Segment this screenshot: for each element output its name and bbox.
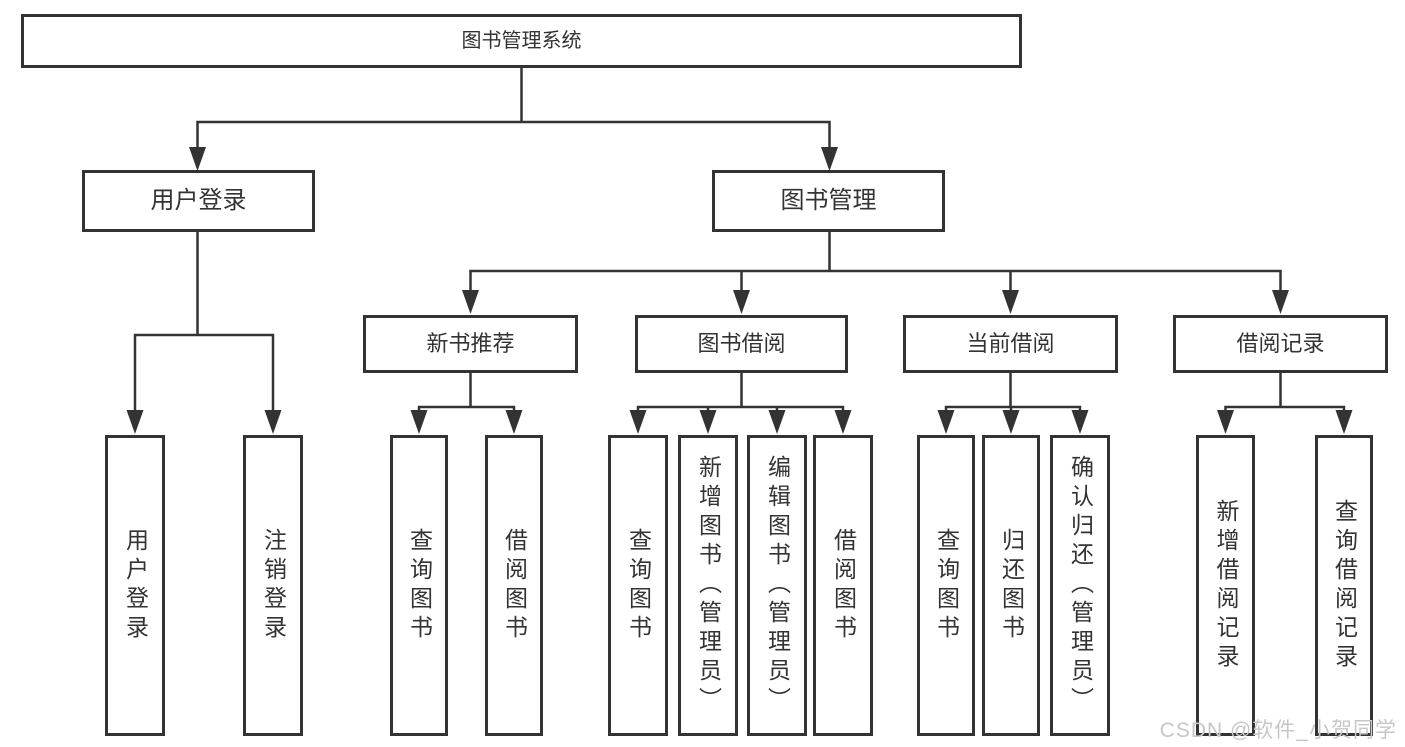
arrow-down-icon <box>1002 290 1019 314</box>
leaf-confirm-return-admin: 确认归还（管理员） <box>1050 435 1110 736</box>
leaf-user-login-label: 用户登录 <box>122 527 149 644</box>
arrow-down-icon <box>505 410 523 434</box>
node-user-login-label: 用户登录 <box>150 187 247 214</box>
leaf-query-borrow-record-label: 查询借阅记录 <box>1331 498 1358 673</box>
arrow-down-icon <box>410 410 428 434</box>
connector-root-to-level2 <box>196 66 831 162</box>
arrow-down-icon <box>126 410 144 434</box>
arrow-down-icon <box>1272 290 1289 314</box>
node-borrow-records: 借阅记录 <box>1173 315 1388 373</box>
node-book-borrow-label: 图书借阅 <box>697 331 786 356</box>
leaf-logout-label: 注销登录 <box>260 527 287 644</box>
node-root-label: 图书管理系统 <box>461 30 582 52</box>
leaf-edit-books-admin-label: 编辑图书（管理员） <box>764 455 791 716</box>
arrow-down-icon <box>937 410 955 434</box>
connector-bookborrow-to-leaves <box>636 371 845 420</box>
connector-newbook-to-leaves <box>417 371 516 420</box>
leaf-user-login: 用户登录 <box>105 435 165 736</box>
leaf-borrow-books-recommend-label: 借阅图书 <box>501 527 528 644</box>
connector-records-to-leaves <box>1224 371 1346 420</box>
leaf-return-books: 归还图书 <box>982 435 1040 736</box>
node-new-book-recommend-label: 新书推荐 <box>426 331 515 356</box>
leaf-query-books-recommend-label: 查询图书 <box>406 527 433 644</box>
arrow-down-icon <box>1217 410 1234 434</box>
leaf-edit-books-admin: 编辑图书（管理员） <box>747 435 807 736</box>
leaf-query-books-borrow: 查询图书 <box>608 435 668 736</box>
node-borrow-records-label: 借阅记录 <box>1236 331 1325 356</box>
arrowheads <box>126 147 1353 434</box>
leaf-query-books-current: 查询图书 <box>917 435 975 736</box>
node-current-borrow: 当前借阅 <box>903 315 1118 373</box>
leaf-query-books-borrow-label: 查询图书 <box>625 527 652 644</box>
leaf-borrow-books-recommend: 借阅图书 <box>485 435 543 736</box>
node-book-borrow: 图书借阅 <box>635 315 848 373</box>
leaf-add-borrow-record-label: 新增借阅记录 <box>1213 498 1239 673</box>
leaf-borrow-books-label: 借阅图书 <box>830 527 857 644</box>
node-book-management-label: 图书管理 <box>780 187 877 214</box>
arrow-down-icon <box>699 410 717 434</box>
arrow-down-icon <box>189 147 206 171</box>
node-book-management: 图书管理 <box>712 170 945 232</box>
arrow-down-icon <box>821 147 838 171</box>
arrow-down-icon <box>768 410 786 434</box>
leaf-add-books-admin-label: 新增图书（管理员） <box>695 455 722 716</box>
leaf-logout: 注销登录 <box>243 435 303 736</box>
arrow-down-icon <box>1335 410 1353 434</box>
node-user-login: 用户登录 <box>82 170 315 232</box>
watermark-text: CSDN @软件_小贺同学 <box>1159 719 1397 742</box>
arrow-down-icon <box>834 410 852 434</box>
arrow-down-icon <box>629 410 647 434</box>
leaf-query-borrow-record: 查询借阅记录 <box>1315 435 1373 736</box>
leaf-query-books-recommend: 查询图书 <box>390 435 448 736</box>
arrow-down-icon <box>733 290 750 314</box>
connector-bookmgmt-to-level3 <box>469 230 1282 302</box>
leaf-borrow-books: 借阅图书 <box>813 435 873 736</box>
connector-userlogin-to-leaves <box>133 230 275 422</box>
node-new-book-recommend: 新书推荐 <box>363 315 578 373</box>
arrow-down-icon <box>264 410 282 434</box>
leaf-confirm-return-admin-label: 确认归还（管理员） <box>1067 455 1094 716</box>
leaf-add-borrow-record: 新增借阅记录 <box>1196 435 1255 736</box>
arrow-down-icon <box>1002 410 1020 434</box>
arrow-down-icon <box>1071 410 1089 434</box>
arrow-down-icon <box>462 290 479 314</box>
leaf-add-books-admin: 新增图书（管理员） <box>678 435 738 736</box>
node-current-borrow-label: 当前借阅 <box>966 331 1055 356</box>
node-root: 图书管理系统 <box>21 14 1022 68</box>
leaf-return-books-label: 归还图书 <box>998 527 1025 644</box>
leaf-query-books-current-label: 查询图书 <box>933 527 960 644</box>
